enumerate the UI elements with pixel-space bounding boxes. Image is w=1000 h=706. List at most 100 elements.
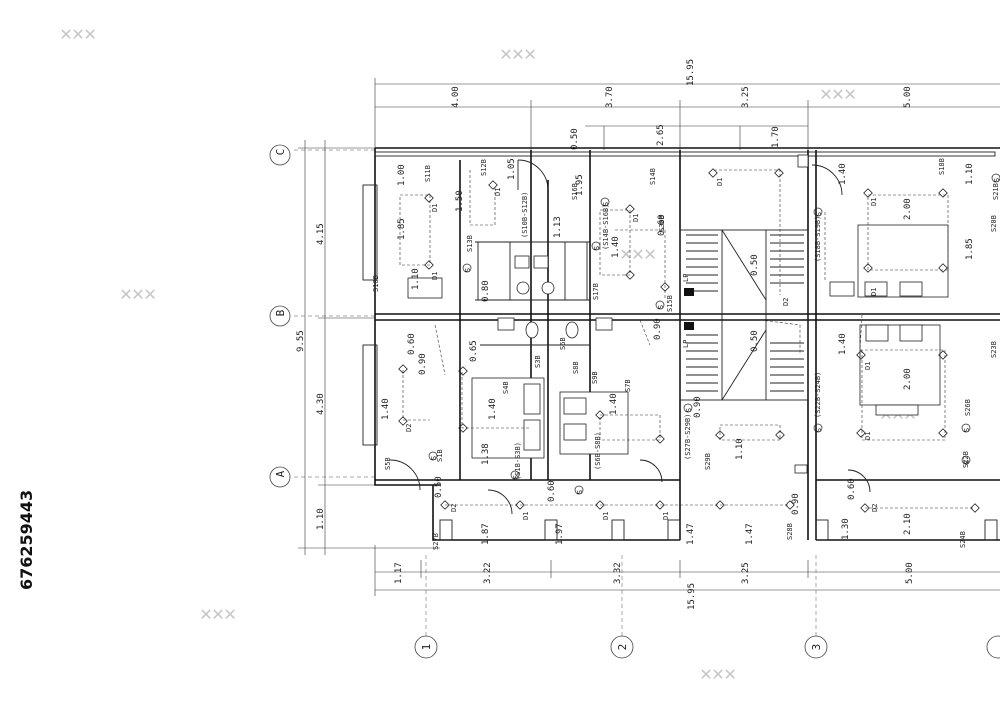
grid-bubble-a	[269, 466, 291, 488]
annotation-labels: S11B S12B S10B S13B S5B S15B S14B S16B S…	[372, 158, 1000, 550]
dim-balcony-2: 1.97	[555, 523, 565, 545]
dim-misc-1: 1.00	[397, 164, 407, 186]
dim-room-050-b: 0.50	[750, 330, 760, 352]
toilet-left	[516, 281, 530, 295]
dim-balcony-5: 1.30	[841, 518, 851, 540]
furniture	[407, 154, 949, 474]
label-s28b: S28B	[786, 523, 794, 540]
dim-room-060-a: 0.60	[407, 333, 417, 355]
device-d2-d: D2	[871, 504, 879, 512]
device-d2-a: D2	[405, 424, 413, 432]
sink-right	[595, 317, 613, 331]
dim-room-060-c: 0.60	[847, 478, 857, 500]
stock-id-text: 676259443	[17, 490, 36, 590]
grid-label-2: 2	[616, 644, 629, 651]
switch-symbol-text-10: S	[815, 428, 823, 432]
dim-misc-16: 0.90	[791, 493, 801, 515]
label-s4b: S4B	[502, 381, 510, 394]
circuit-s10b-s12b: (S10B-S12B)	[521, 192, 529, 238]
dim-room-110-b: 1.10	[735, 438, 745, 460]
dim-balcony-1: 1.87	[481, 523, 491, 545]
switch-symbol-text-7: S	[512, 475, 520, 479]
grid-row-bubbles: C B A	[269, 144, 375, 488]
dim-room-140-d: 1.40	[838, 163, 848, 185]
switch-symbol-6	[428, 451, 438, 461]
svg-text:✕✕✕: ✕✕✕	[60, 21, 96, 45]
circuit-s6b-s8b: (S6B-S8B)	[594, 432, 602, 470]
label-s14b: S14B	[649, 168, 657, 185]
dim-misc-12: 0.65	[469, 340, 479, 362]
dim-top-seg-2: 3.70	[605, 86, 615, 108]
switch-symbol-7	[510, 470, 520, 480]
grid-label-1: 1	[420, 644, 433, 651]
label-s9b: S9B	[591, 371, 599, 384]
switch-symbol-text-2: S	[602, 202, 610, 206]
label-s6b: S6B	[559, 337, 567, 350]
dim-left-total: 9.55	[296, 330, 306, 352]
stock-id-label: 676259443	[17, 490, 36, 590]
switch-symbol-10	[813, 423, 823, 433]
device-d1-c: D1	[494, 188, 502, 196]
dim-top-total: 15.95	[686, 59, 696, 86]
circuit-s22b-s24b: (S22B-S24B)	[814, 372, 822, 418]
dim-bottom-seg-3: 3.32	[613, 562, 623, 584]
dim-left-seg-3: 1.10	[316, 508, 326, 530]
dim-misc-15: 0.50	[750, 254, 760, 276]
device-d1-e: D1	[716, 178, 724, 186]
building-walls	[362, 147, 1000, 541]
dim-misc-13: 1.13	[553, 216, 563, 238]
dim-room-140-c: 1.40	[609, 393, 619, 415]
dim-misc-10: 0.90	[418, 353, 428, 375]
switch-symbol-text-3: S	[593, 246, 601, 250]
dim-balcony-3: 1.47	[686, 523, 696, 545]
switch-symbol-12	[961, 455, 971, 465]
circuit-s27b-s29b: (S27B-S29B)	[684, 414, 692, 460]
label-s15b: S15B	[666, 295, 674, 312]
watermark-pattern: ✕✕✕ ✕✕✕ ✕✕✕ ✕✕✕ ✕✕✕ ✕✕✕ ✕✕✕ ✕✕✕	[60, 21, 916, 685]
dim-bottom-seg-1: 1.17	[394, 562, 404, 584]
device-d1-g: D1	[870, 288, 878, 296]
sink-left	[497, 317, 515, 331]
toilet-right	[541, 281, 555, 295]
label-s17b: S17B	[592, 283, 600, 300]
label-s21b: S21B	[992, 183, 1000, 200]
dim-room-090-a: 0.90	[653, 318, 663, 340]
svg-text:✕✕✕: ✕✕✕	[620, 241, 656, 265]
dim-bottom-total: 15.95	[687, 583, 697, 610]
switch-symbol-2	[600, 197, 610, 207]
grid-label-c: C	[274, 149, 287, 156]
switch-symbol-text-5: S	[815, 212, 823, 216]
label-s26b: S26B	[964, 399, 972, 416]
svg-text:✕✕✕: ✕✕✕	[200, 601, 236, 625]
switch-symbol-text-4: S	[657, 305, 665, 309]
switch-symbol-3	[591, 241, 601, 251]
label-s1b: S1B	[436, 449, 444, 462]
switch-symbol-8	[574, 485, 584, 495]
device-d1-k: D1	[602, 512, 610, 520]
switch-symbol-9	[683, 403, 693, 413]
device-markers	[398, 168, 980, 513]
dim-left-seg-2: 4.30	[316, 393, 326, 415]
switch-symbol-text-6: S	[430, 456, 438, 460]
grid-label-b: B	[274, 309, 287, 316]
label-s18b: S18B	[938, 158, 946, 175]
switch-symbol-text-8: S	[576, 490, 584, 494]
label-s7b: S7B	[624, 379, 632, 392]
dim-misc-4: 1.95	[575, 174, 585, 196]
device-d2-c: D2	[782, 298, 790, 306]
dim-room-110-a: 1.10	[965, 163, 975, 185]
svg-text:✕✕✕: ✕✕✕	[700, 661, 736, 685]
device-d1-j: D1	[522, 512, 530, 520]
dim-room-050-a: 0.50	[434, 476, 444, 498]
switch-symbol-text-11: S	[963, 428, 971, 432]
dim-balcony-4: 1.47	[745, 523, 755, 545]
device-d1-l: D1	[662, 512, 670, 520]
switch-symbol-text-1: S	[464, 268, 472, 272]
dim-misc-5: 1.85	[397, 218, 407, 240]
grid-bubble-partial	[986, 635, 1000, 659]
label-s12b: S12B	[480, 159, 488, 176]
svg-text:✕✕✕: ✕✕✕	[120, 281, 156, 305]
dim-room-060-b: 0.60	[547, 480, 557, 502]
circuit-s1b-s3b: (S1B-S3B)	[514, 442, 522, 480]
